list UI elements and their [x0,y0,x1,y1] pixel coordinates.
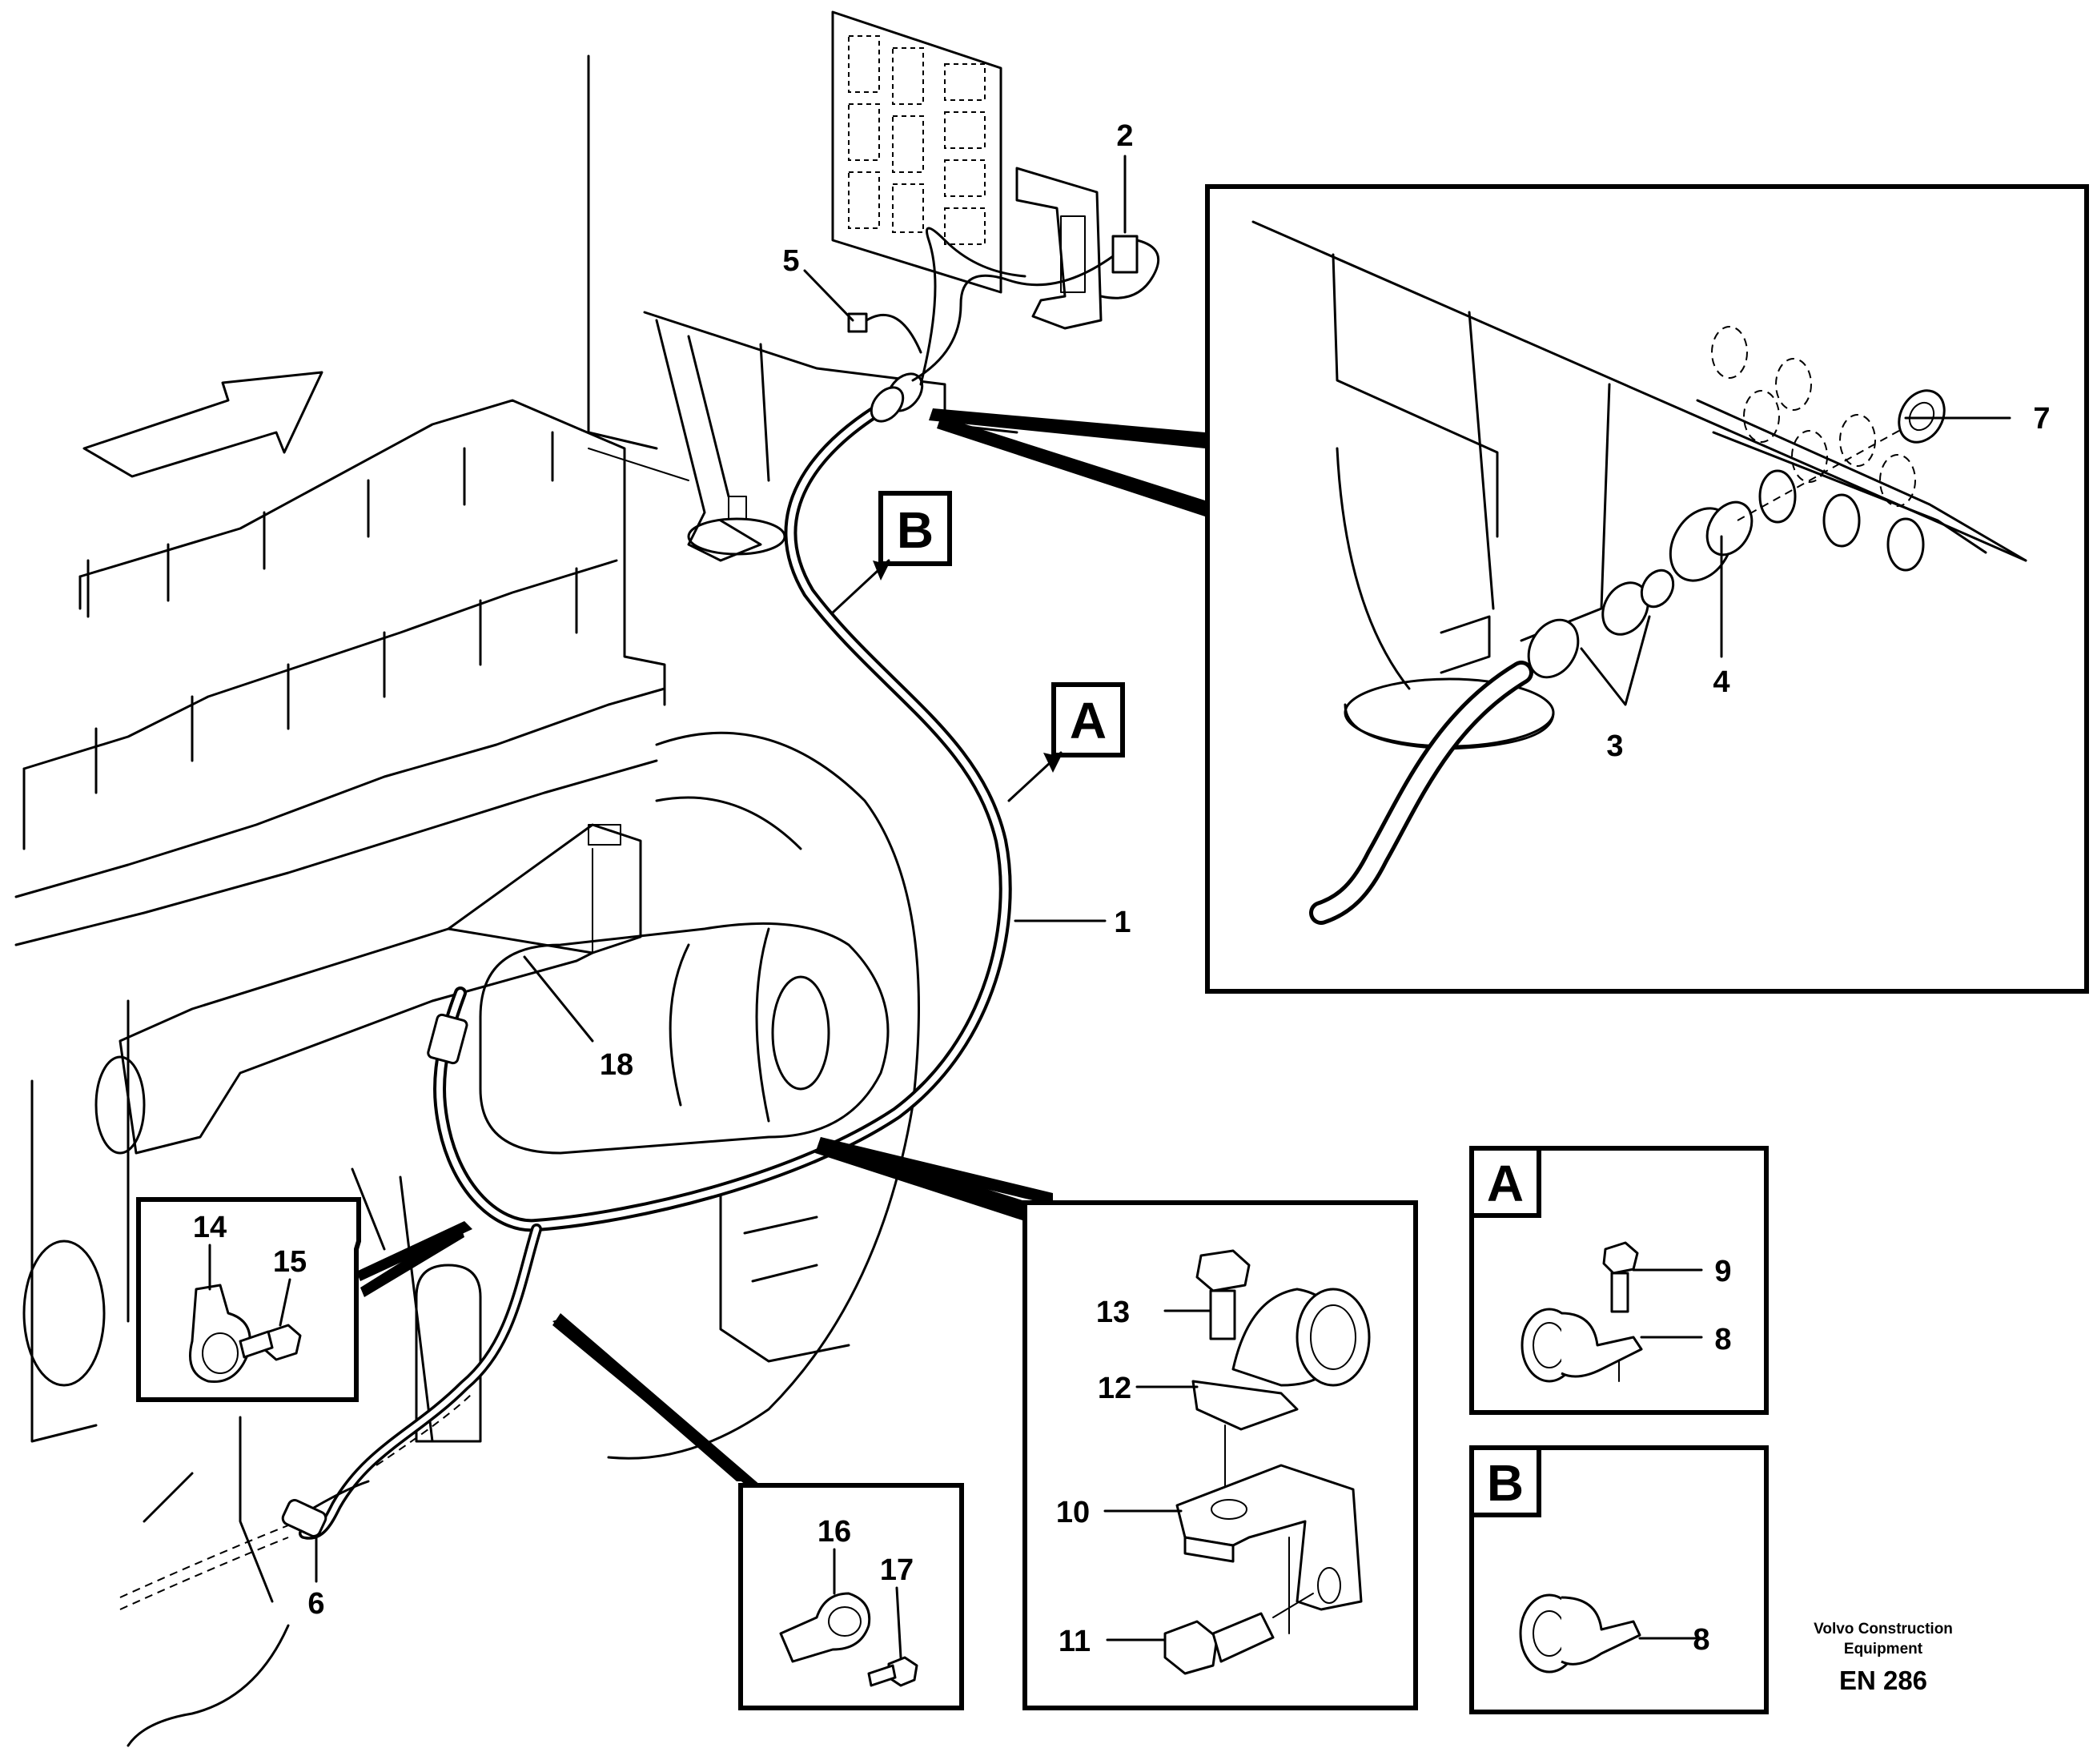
callout-6: 6 [307,1587,324,1621]
callout-8-view-a: 8 [1714,1323,1731,1356]
callout-10: 10 [1056,1496,1090,1529]
view-box-a: A [1469,1146,1769,1415]
direction-arrow [82,371,323,478]
detail-box-clip-16-17 [552,1313,964,1710]
document-code: EN 286 [1839,1666,1927,1695]
callout-14: 14 [193,1211,227,1244]
callout-4: 4 [1713,665,1729,699]
view-tag-a-label: A [1070,692,1107,749]
detail-box-bulkhead [929,184,2089,994]
callout-11: 11 [1059,1625,1091,1658]
fuse-panel [831,10,1160,330]
callout-3: 3 [1606,729,1623,763]
cable-harness [119,227,1115,1610]
callout-17: 17 [880,1553,914,1587]
callout-7: 7 [2033,402,2050,436]
leader-lines [208,155,2011,1659]
company-line-1: Volvo Construction [1814,1621,1953,1637]
engine-block [14,399,920,1747]
callout-16: 16 [818,1515,851,1549]
view-tag-b: B [831,491,952,614]
callout-13: 13 [1096,1296,1130,1329]
footer: Volvo Construction Equipment EN 286 [1814,1621,1953,1695]
view-box-b: B [1469,1445,1769,1714]
company-line-2: Equipment [1844,1641,1923,1658]
callouts: 2 5 1 18 7 4 3 9 8 8 13 12 10 11 14 15 1… [193,119,2051,1658]
callout-9: 9 [1714,1255,1731,1288]
view-box-b-label: B [1487,1454,1524,1512]
callout-2: 2 [1116,119,1133,153]
callout-1: 1 [1114,906,1131,939]
view-tag-a: A [1007,682,1125,802]
detail-box-clip-14-15 [136,1197,472,1402]
view-box-a-label: A [1487,1155,1524,1212]
callout-15: 15 [273,1245,307,1279]
view-tag-b-label: B [897,501,934,559]
callout-5: 5 [782,244,799,278]
callout-12: 12 [1098,1372,1131,1405]
detail-box-bracket [815,1137,1418,1710]
callout-18: 18 [600,1048,633,1082]
callout-8-view-b: 8 [1693,1623,1709,1657]
